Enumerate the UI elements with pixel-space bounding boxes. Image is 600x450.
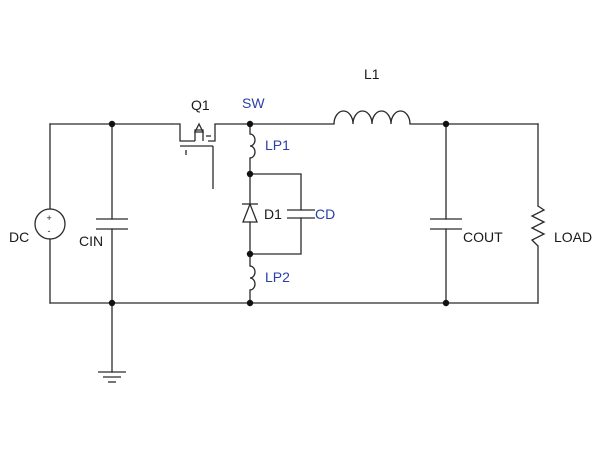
q1-mosfet-symbol — [172, 122, 216, 189]
lp1-inductor-symbol — [249, 133, 256, 159]
sw-node-label: SW — [242, 95, 265, 111]
d1-diode-symbol — [242, 202, 258, 223]
junction-dot — [246, 170, 254, 178]
junction-dot — [442, 120, 450, 128]
lp2-label: LP2 — [265, 269, 290, 285]
ground-icon — [98, 371, 126, 383]
cd-capacitor-symbol — [287, 209, 315, 219]
cout-label: COUT — [463, 229, 503, 245]
cd-label: CD — [315, 206, 335, 222]
junction-dot — [108, 299, 116, 307]
lp2-inductor-symbol — [249, 265, 256, 291]
dc-minus-sign: - — [48, 226, 51, 236]
wires — [49, 123, 539, 373]
cout-capacitor-symbol — [430, 218, 462, 230]
cd-top-wire — [249, 173, 302, 211]
junction-dot — [246, 299, 254, 307]
load-resistor-symbol — [530, 205, 546, 247]
dc-source-circle — [34, 208, 66, 240]
dc-plus-sign: + — [47, 213, 52, 223]
q1-label: Q1 — [191, 97, 210, 113]
cin-label: CIN — [79, 233, 103, 249]
l1-label: L1 — [364, 66, 380, 82]
junction-dots — [108, 120, 450, 307]
junction-dot — [108, 120, 116, 128]
cin-capacitor-symbol — [96, 218, 128, 230]
junction-dot — [246, 250, 254, 258]
load-label: LOAD — [554, 229, 592, 245]
dc-source-symbol: + - — [34, 208, 66, 240]
junction-dot — [442, 299, 450, 307]
junction-dot — [246, 120, 254, 128]
d1-label: D1 — [264, 206, 282, 222]
l1-inductor-symbol — [333, 110, 411, 125]
dc-source-label: DC — [9, 229, 29, 245]
cd-bottom-wire — [249, 217, 302, 255]
lp1-label: LP1 — [265, 137, 290, 153]
